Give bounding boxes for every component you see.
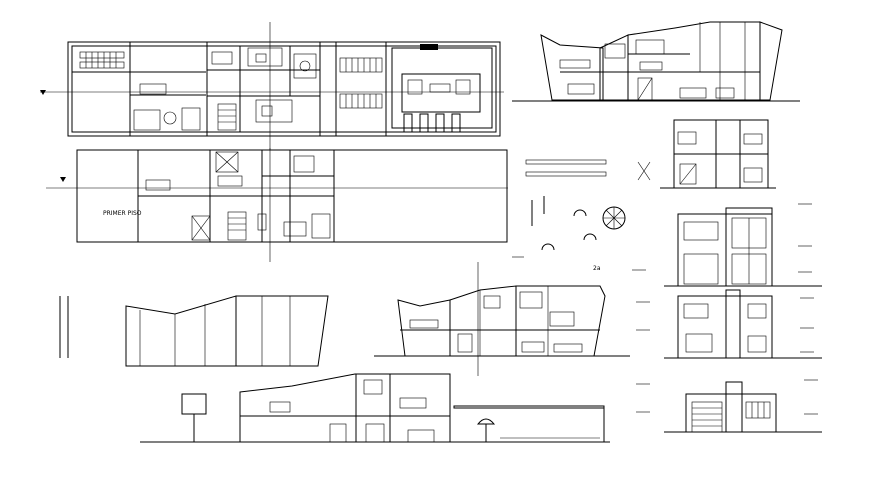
floor-name-label: PRIMER PISO	[103, 210, 142, 217]
elevation-lower	[664, 381, 822, 433]
center-section	[374, 262, 630, 376]
bed-1	[145, 179, 171, 191]
pool-deck	[391, 47, 493, 129]
elevation-upper-outline	[677, 213, 773, 287]
first-floor-plan: PRIMER PISO	[46, 148, 508, 262]
window-section-2	[519, 291, 543, 309]
rear-section	[59, 295, 329, 367]
stair-2	[227, 211, 247, 241]
kitchen-block	[247, 47, 283, 67]
corridor-stairs	[339, 57, 383, 109]
bed-3	[283, 221, 307, 237]
stair-1	[217, 103, 237, 131]
sofa	[139, 83, 167, 95]
table	[133, 109, 161, 131]
level-markers	[632, 203, 818, 415]
front-section	[512, 21, 800, 102]
round-table	[163, 111, 177, 125]
living-set	[255, 99, 293, 123]
elevation-middle-outline	[677, 295, 773, 359]
small-plan-label: 2a	[593, 265, 601, 272]
window-section-1	[635, 39, 665, 55]
ground-floor-plan	[40, 22, 504, 150]
pool-umbrella	[476, 418, 496, 442]
plan-outline-1	[67, 41, 501, 137]
site-section	[140, 373, 610, 443]
elevation-upper	[664, 207, 822, 287]
pool	[401, 73, 481, 113]
bed-2	[293, 155, 315, 173]
dining-table	[293, 53, 317, 79]
stair-section-1	[637, 77, 653, 101]
lounge-chairs	[403, 113, 461, 133]
parking-marks	[79, 51, 125, 69]
elevation-middle	[664, 289, 822, 359]
water-tank	[181, 393, 207, 415]
detail-symbols: 2a	[512, 159, 651, 272]
side-section	[660, 119, 776, 189]
